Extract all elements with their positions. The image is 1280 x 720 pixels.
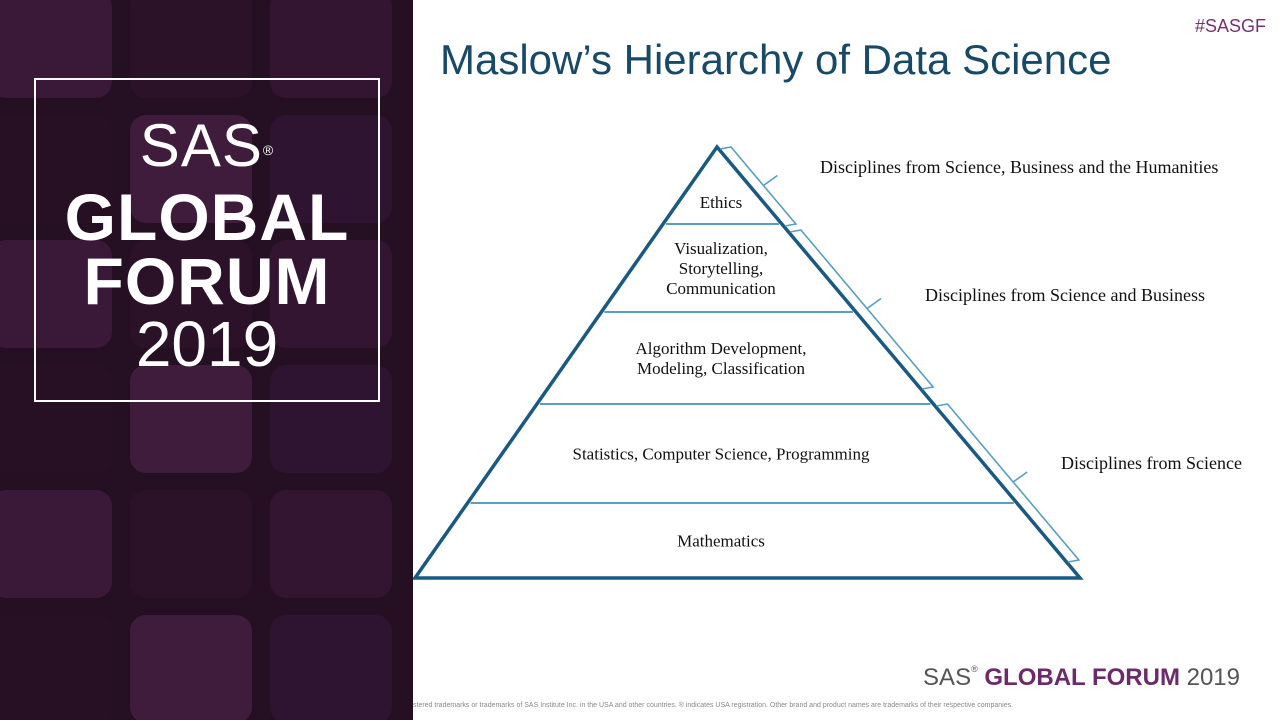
- background-tile: [270, 0, 392, 98]
- background-tile: [130, 0, 252, 98]
- trademark-disclaimer: stered trademarks or trademarks of SAS I…: [413, 702, 1014, 709]
- pyramid-level-label: Modeling, Classification: [637, 359, 806, 378]
- background-tile: [130, 615, 252, 720]
- bracket-line: [719, 146, 798, 227]
- logo-global: GLOBAL: [64, 180, 350, 254]
- branding-panel: SAS® GLOBAL FORUM 2019: [0, 0, 413, 720]
- background-tile: [270, 615, 392, 720]
- background-tile: [130, 365, 252, 473]
- pyramid-level-label: Storytelling,: [679, 259, 764, 278]
- pyramid-diagram: EthicsVisualization,Storytelling,Communi…: [413, 144, 1242, 580]
- pyramid-level-label: Visualization,: [674, 239, 768, 258]
- background-tile: [270, 365, 392, 473]
- bracket-line: [936, 403, 1081, 563]
- background-tile: [0, 490, 112, 598]
- background-tile: [0, 365, 112, 473]
- background-tile: [130, 490, 252, 598]
- registered-mark: ®: [262, 142, 275, 158]
- background-tile: [0, 115, 112, 223]
- bracket-line: [789, 229, 935, 390]
- background-tile: [130, 240, 252, 348]
- pyramid-level-label: Ethics: [700, 193, 743, 212]
- logo-forum: FORUM: [83, 244, 331, 318]
- bracket-label: Disciplines from Science, Business and t…: [820, 157, 1218, 177]
- background-tile: [270, 115, 392, 223]
- pyramid-level-label: Statistics, Computer Science, Programmin…: [573, 445, 870, 464]
- footer-logo: SAS® GLOBAL FORUM 2019: [923, 664, 1240, 691]
- bracket-label: Disciplines from Science and Business: [925, 285, 1205, 305]
- background-tile: [0, 240, 112, 348]
- logo-sas: SAS®: [139, 112, 275, 179]
- background-tile: [270, 490, 392, 598]
- background-tile: [270, 240, 392, 348]
- pyramid-level-label: Algorithm Development,: [636, 339, 807, 358]
- background-tile: [0, 615, 112, 720]
- pyramid-outline: [413, 144, 1084, 580]
- pyramid-level-label: Mathematics: [677, 532, 765, 551]
- logo-year: 2019: [135, 308, 279, 380]
- hashtag: #SASGF: [1194, 16, 1266, 36]
- pyramid-level-label: Communication: [666, 279, 776, 298]
- background-tile: [0, 0, 112, 98]
- event-logo: SAS® GLOBAL FORUM 2019: [34, 78, 380, 402]
- bracket-label: Disciplines from Science: [1061, 453, 1242, 473]
- slide-title: Maslow’s Hierarchy of Data Science: [440, 36, 1112, 83]
- background-tile: [130, 115, 252, 223]
